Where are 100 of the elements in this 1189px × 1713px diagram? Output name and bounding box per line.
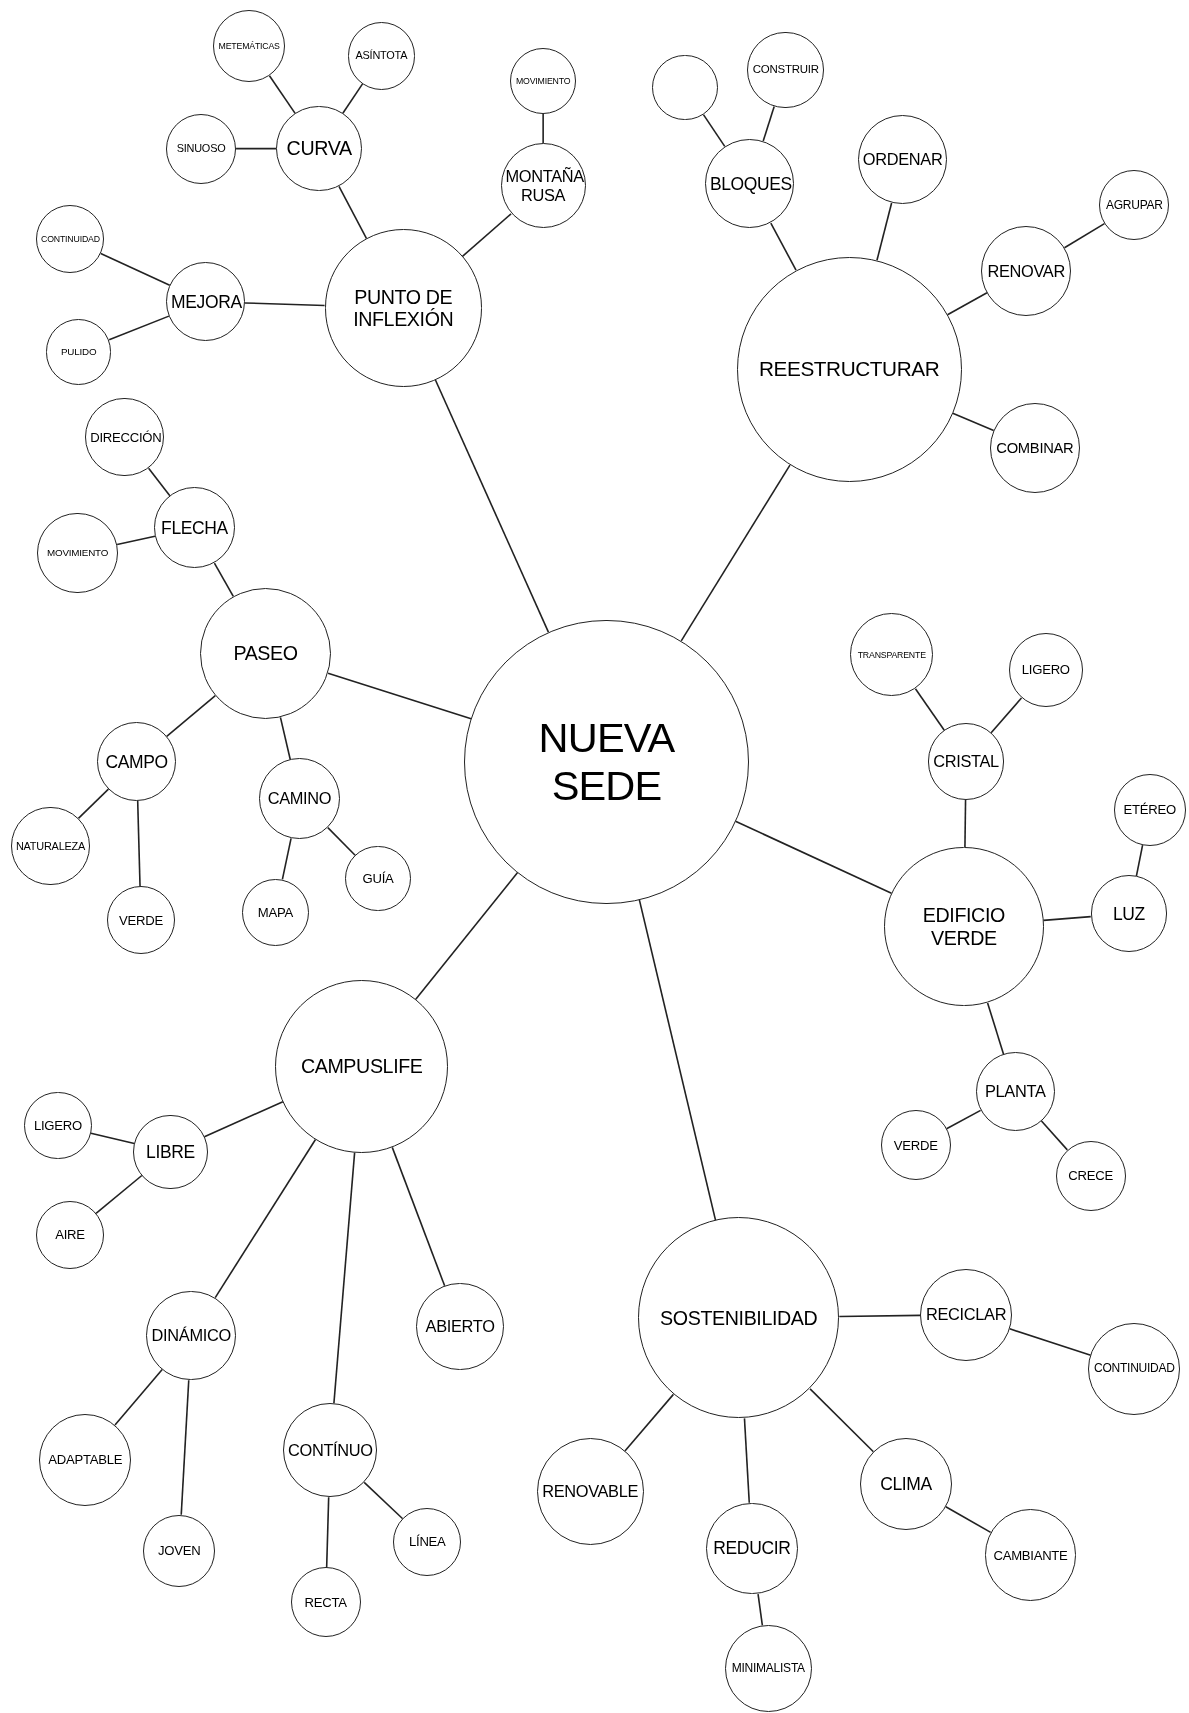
connector-line [327,672,472,720]
connector-line [165,694,217,738]
connector-line [327,826,356,857]
topic-label: ETÉREO [1122,802,1177,818]
topic-label: CLIMA [879,1474,933,1495]
connector-line [268,74,296,115]
connector-line [757,1593,764,1627]
topic-label: CONTÍNUO [287,1440,374,1460]
connector-line [702,113,726,148]
topic-label: CAMINO [266,789,333,809]
topic-label: METEMÁTICAS [217,40,281,51]
topic-label: VERDE [892,1137,939,1153]
topic-label: CONSTRUIR [751,63,820,77]
connector-line [743,1417,751,1504]
connector-line [1008,1328,1092,1356]
topic-label: REESTRUCTURAR [758,357,941,382]
topic-label: LIBRE [145,1141,196,1162]
connector-line [1063,222,1106,249]
topic-label: EDIFICIO VERDE [921,904,1006,950]
connector-line [95,1174,143,1215]
connector-line [180,1379,190,1516]
connector-line [680,464,791,642]
topic-label: PLANTA [983,1082,1047,1102]
topic-label: CRISTAL [932,752,1000,772]
connector-line [945,1109,982,1130]
connector-line [414,871,519,1001]
connector-line [116,535,156,546]
topic-label: CAMPO [104,751,169,772]
topic-label: COMBINAR [995,439,1075,457]
connector-line [147,467,171,497]
connector-line [624,1393,675,1452]
connector-line [243,302,326,307]
connector-line [952,412,995,432]
topic-label: FLECHA [160,517,229,538]
topic-label: REDUCIR [712,1538,792,1559]
connector-line [542,112,544,144]
topic-label: LUZ [1111,903,1146,924]
topic-label: DIRECCIÓN [89,429,161,445]
topic-label: CAMBIANTE [992,1547,1069,1563]
topic-label: MOVIMIENTO [514,75,572,86]
topic-label: LIGERO [1020,662,1071,678]
connector-line [1042,915,1092,922]
connector-line [461,213,512,258]
topic-label: TRANSPARENTE [856,649,927,660]
connector-line [1040,1120,1069,1151]
connector-line [734,820,893,895]
connector-line [838,1314,921,1318]
topic-label: MINIMALISTA [730,1661,806,1676]
topic-label: CAMPUSLIFE [299,1055,424,1078]
topic-label: MEJORA [170,291,242,312]
connector-line [876,202,893,262]
connector-line [1135,844,1144,877]
connector-line [638,899,717,1221]
topic-label: SINUOSO [175,142,227,155]
connector-line [338,185,368,240]
connector-line [325,1496,330,1568]
topic-label: NUEVA SEDE [537,713,676,810]
topic-label: ADAPTABLE [47,1452,124,1468]
topic-label: CONTINUIDAD [1092,1362,1176,1377]
connector-line [363,1481,404,1520]
connector-line [136,800,141,888]
connector-line [914,687,946,732]
connector-line [434,379,550,633]
topic-label: AGRUPAR [1104,198,1164,213]
connector-line [809,1388,875,1453]
topic-label: RECICLAR [924,1305,1008,1325]
topic-label: CONTINUIDAD [40,234,101,245]
connector-line [114,1368,163,1426]
topic-label: RENOVABLE [541,1482,640,1502]
topic-label: CURVA [285,137,353,160]
connector-line [281,837,292,881]
topic-label: MONTAÑA RUSA [504,166,583,205]
connector-line [964,799,967,848]
topic-label: ORDENAR [861,150,944,169]
topic-label: PASEO [232,642,299,665]
topic-label: RENOVAR [986,261,1066,281]
connector-line [333,1151,356,1405]
topic-label: MOVIMIENTO [46,547,110,559]
connector-line [945,1506,992,1534]
connector-line [986,1002,1005,1055]
topic-label: PULIDO [59,346,98,358]
connector-line [235,147,278,150]
topic-label: ABIERTO [424,1317,496,1337]
connector-line [990,697,1023,734]
topic-label: MAPA [256,904,294,921]
topic-label: LIGERO [32,1118,83,1134]
connector-line [770,222,797,271]
topic-label: JOVEN [157,1543,202,1559]
connector-line [214,1138,317,1299]
connector-line [77,788,110,820]
topic-label: GUÍA [361,871,395,887]
topic-label: ASÍNTOTA [354,49,409,62]
connector-line [342,83,364,115]
topic-label: BLOQUES [708,173,792,194]
topic-label: NATURALEZA [14,839,87,853]
connector-line [203,1100,284,1138]
topic-label: RECTA [303,1594,348,1610]
topic-label: DINÁMICO [150,1326,232,1345]
topic-label: AIRE [54,1227,86,1243]
connector-line [391,1146,446,1287]
